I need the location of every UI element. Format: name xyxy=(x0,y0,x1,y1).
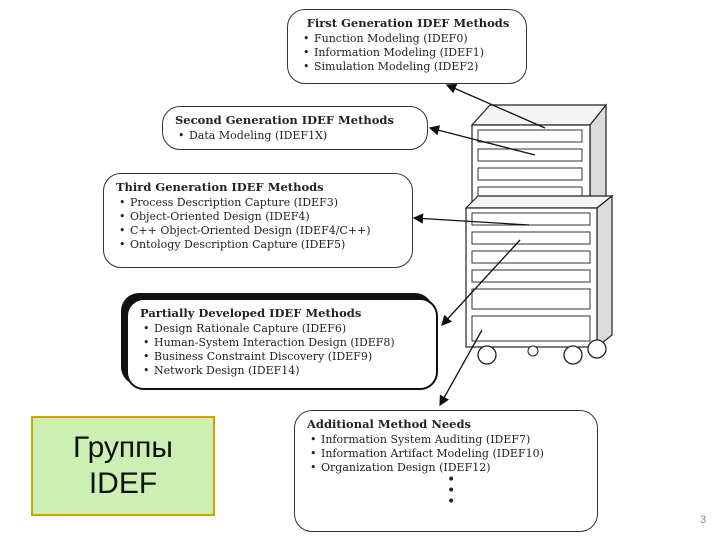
list-item: Object-Oriented Design (IDEF4) xyxy=(119,210,402,224)
list-item: Information System Auditing (IDEF7) xyxy=(310,433,587,447)
group-first-generation: First Generation IDEF Methods Function M… xyxy=(287,9,527,84)
more-dot: • xyxy=(447,472,456,488)
list-item: Human-System Interaction Design (IDEF8) xyxy=(143,336,426,350)
list-item: Ontology Description Capture (IDEF5) xyxy=(119,238,402,252)
list-item: Process Description Capture (IDEF3) xyxy=(119,196,402,210)
group-title: Second Generation IDEF Methods xyxy=(175,113,394,127)
page-number: 3 xyxy=(700,514,707,526)
list-item: Organization Design (IDEF12) xyxy=(310,461,587,475)
group-additional-needs: Additional Method Needs Information Syst… xyxy=(294,410,598,532)
group-label-box: Группы IDEF xyxy=(31,416,215,516)
group-third-generation: Third Generation IDEF Methods Process De… xyxy=(103,173,413,268)
group-second-generation: Second Generation IDEF Methods Data Mode… xyxy=(162,106,428,150)
group-partially-developed: Partially Developed IDEF Methods Design … xyxy=(126,298,438,390)
group-title: Additional Method Needs xyxy=(307,417,472,431)
list-item: Network Design (IDEF14) xyxy=(143,364,426,378)
label-line: IDEF xyxy=(88,467,158,500)
list-item: Data Modeling (IDEF1X) xyxy=(178,129,417,143)
list-item: Business Constraint Discovery (IDEF9) xyxy=(143,350,426,364)
more-dot: • xyxy=(447,494,456,510)
list-item: Function Modeling (IDEF0) xyxy=(303,32,516,46)
more-dot: • xyxy=(447,483,456,499)
group-title: Partially Developed IDEF Methods xyxy=(140,306,362,320)
list-item: Design Rationale Capture (IDEF6) xyxy=(143,322,426,336)
list-item: C++ Object-Oriented Design (IDEF4/C++) xyxy=(119,224,402,238)
list-item: Information Modeling (IDEF1) xyxy=(303,46,516,60)
group-title: Third Generation IDEF Methods xyxy=(116,180,324,194)
group-title: First Generation IDEF Methods xyxy=(306,16,510,30)
list-item: Simulation Modeling (IDEF2) xyxy=(303,60,516,74)
more-dots: • • • xyxy=(307,472,587,510)
list-item: Information Artifact Modeling (IDEF10) xyxy=(310,447,587,461)
label-line: Группы xyxy=(73,431,173,464)
